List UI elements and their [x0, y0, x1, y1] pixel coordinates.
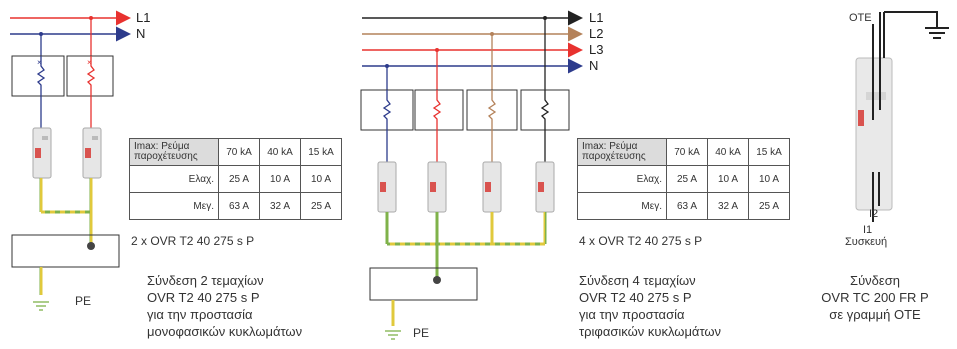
middle-table-cell: 10 A	[748, 165, 790, 193]
left-n-label: N	[136, 26, 146, 41]
middle-l1-label: L1	[589, 10, 604, 25]
middle-n-label: N	[589, 58, 599, 73]
middle-ground-symbol	[385, 330, 401, 340]
left-ground-symbol	[33, 301, 49, 311]
middle-table-cell: 63 A	[666, 192, 708, 220]
left-table-col: 70 kA	[218, 138, 260, 166]
left-spd-device-2	[82, 127, 102, 179]
i2-label: I2	[869, 208, 879, 220]
left-table-cell: 63 A	[218, 192, 260, 220]
left-table-col: 40 kA	[259, 138, 301, 166]
left-table-cell: 10 A	[259, 165, 301, 193]
svg-text:×: ×	[37, 58, 42, 67]
ote-label: OTE	[849, 12, 872, 24]
left-fuse-box-1	[11, 55, 65, 97]
middle-table-cell: 32 A	[707, 192, 749, 220]
middle-table-row-label: Μεγ.	[577, 192, 667, 220]
middle-model-label: 4 x OVR T2 40 275 s P	[579, 234, 703, 248]
left-caption: Σύνδεση 2 τεμαχίων OVR T2 40 275 s P για…	[147, 273, 303, 339]
middle-three-phase-diagram	[360, 10, 583, 340]
left-earth-bar-box	[11, 234, 120, 268]
middle-spd-device-1	[377, 161, 397, 213]
left-table-cell: 32 A	[259, 192, 301, 220]
left-spec-table: Imax: Ρεύμα παροχέτευσης 70 kA 40 kA 15 …	[129, 138, 342, 220]
i1-label: I1	[863, 224, 873, 236]
middle-l3-label: L3	[589, 42, 604, 57]
left-single-phase-diagram: × ×	[10, 10, 131, 311]
middle-spec-table: Imax: Ρεύμα παροχέτευσης 70 kA 40 kA 15 …	[577, 138, 790, 220]
left-pe-label: PE	[75, 294, 92, 308]
left-fuse-box-2	[66, 55, 114, 97]
middle-table-cell: 25 A	[748, 192, 790, 220]
middle-caption: Σύνδεση 4 τεμαχίων OVR T2 40 275 s P για…	[579, 273, 722, 339]
left-spd-device-1	[32, 127, 52, 179]
left-table-col: 15 kA	[300, 138, 342, 166]
right-ote-diagram	[855, 11, 949, 222]
left-model-label: 2 x OVR T2 40 275 s P	[131, 234, 255, 248]
middle-table-header: Imax: Ρεύμα παροχέτευσης	[577, 138, 667, 166]
middle-l2-label: L2	[589, 26, 604, 41]
middle-table-row-label: Ελαχ.	[577, 165, 667, 193]
left-table-header: Imax: Ρεύμα παροχέτευσης	[129, 138, 219, 166]
middle-table-cell: 25 A	[666, 165, 708, 193]
left-table-cell: 25 A	[218, 165, 260, 193]
left-table-row-label: Μεγ.	[129, 192, 219, 220]
middle-table-col: 70 kA	[666, 138, 708, 166]
middle-spd-device-4	[535, 161, 555, 213]
middle-spd-device-2	[427, 161, 447, 213]
device-label: Συσκευή	[845, 236, 888, 248]
middle-table-col: 40 kA	[707, 138, 749, 166]
middle-pe-label: PE	[413, 326, 430, 340]
right-caption: Σύνδεση OVR TC 200 FR P σε γραμμή OTE	[821, 273, 929, 322]
left-table-cell: 10 A	[300, 165, 342, 193]
svg-text:×: ×	[87, 58, 92, 67]
left-table-row-label: Ελαχ.	[129, 165, 219, 193]
left-table-cell: 25 A	[300, 192, 342, 220]
middle-spd-device-3	[482, 161, 502, 213]
middle-table-cell: 10 A	[707, 165, 749, 193]
middle-earth-bar-box	[369, 267, 478, 301]
left-l1-label: L1	[136, 10, 151, 25]
middle-table-col: 15 kA	[748, 138, 790, 166]
